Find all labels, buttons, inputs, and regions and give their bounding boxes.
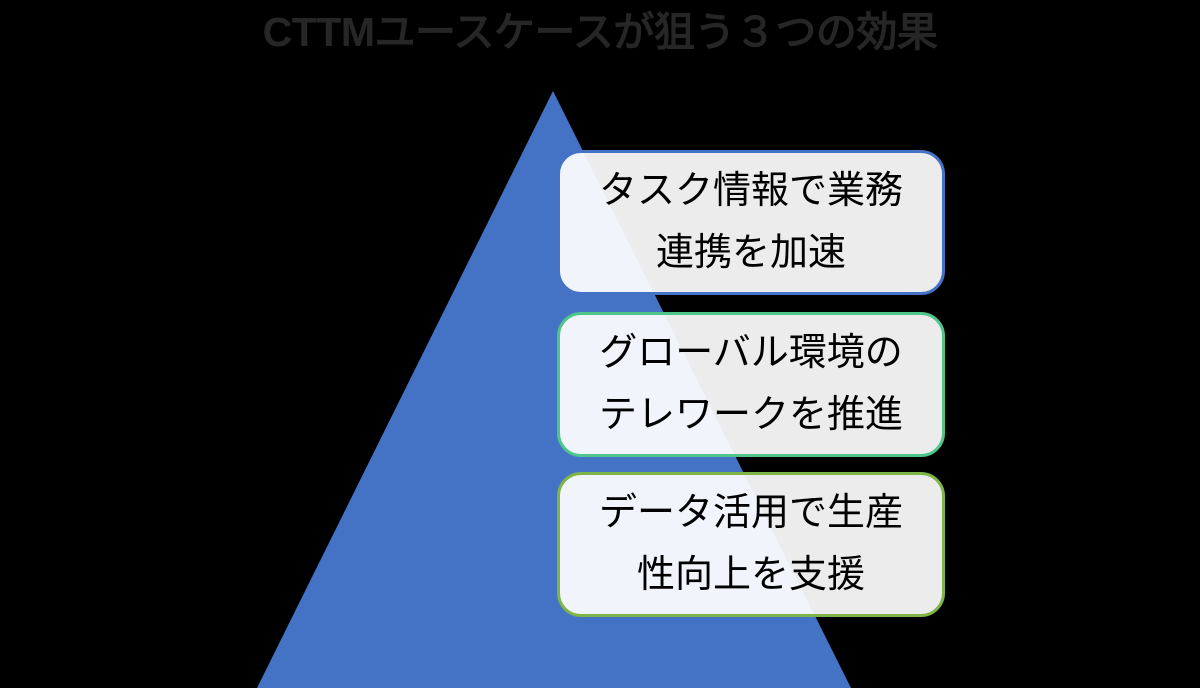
callout-bottom-line-2: 性向上を支援 [636, 553, 865, 596]
callout-top-line-1: タスク情報で業務 [598, 169, 903, 212]
callout-middle-line-2: テレワークを推進 [598, 393, 903, 436]
pyramid-callout-middle[interactable]: グローバル環境の テレワークを推進 [557, 312, 945, 457]
callout-top-line-2: 連携を加速 [655, 231, 846, 274]
page-title: CTTMユースケースが狙う３つの効果 [262, 9, 938, 55]
pyramid-callout-bottom[interactable]: データ活用で生産 性向上を支援 [557, 472, 945, 617]
callout-bottom-line-1: データ活用で生産 [598, 491, 903, 534]
callout-middle-line-1: グローバル環境の [599, 331, 903, 374]
pyramid-callout-top[interactable]: タスク情報で業務 連携を加速 [557, 150, 945, 295]
